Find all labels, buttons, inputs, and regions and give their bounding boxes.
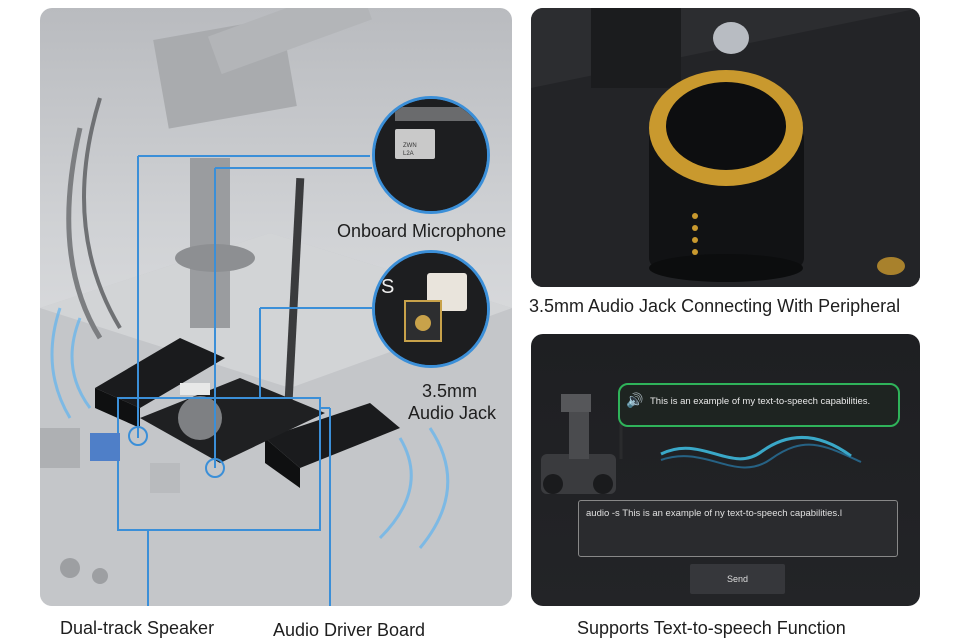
audio-driver-board-label: Audio Driver Board [273,620,426,640]
tts-command-text: audio -s This is an example of ny text-t… [586,508,842,519]
svg-text:L2A: L2A [403,151,414,157]
audio-jack-peripheral-caption: 3.5mm Audio Jack Connecting With Periphe… [529,296,901,316]
svg-text:S: S [381,276,394,298]
tts-command-input[interactable] [578,500,898,557]
speaker-peripheral-photo [531,8,920,287]
tts-caption: Supports Text-to-speech Function [577,618,846,638]
send-button[interactable]: Send [690,564,785,594]
speech-bubble [618,383,900,427]
audio-jack-label-line2: Audio Jack [408,403,497,423]
microphone-closeup: ZWN L2A [372,96,490,214]
speech-bubble-text: This is an example of my text-to-speech … [650,396,871,407]
text-to-speech-panel [531,334,920,606]
speaker-volume-icon: 🔊 [626,392,644,408]
svg-text:ZWN: ZWN [403,143,417,149]
dual-track-speaker-label: Dual-track Speaker [60,618,215,638]
onboard-microphone-label: Onboard Microphone [337,221,507,241]
audio-jack-closeup: S [372,250,490,368]
audio-jack-label-line1: 3.5mm [422,381,478,401]
